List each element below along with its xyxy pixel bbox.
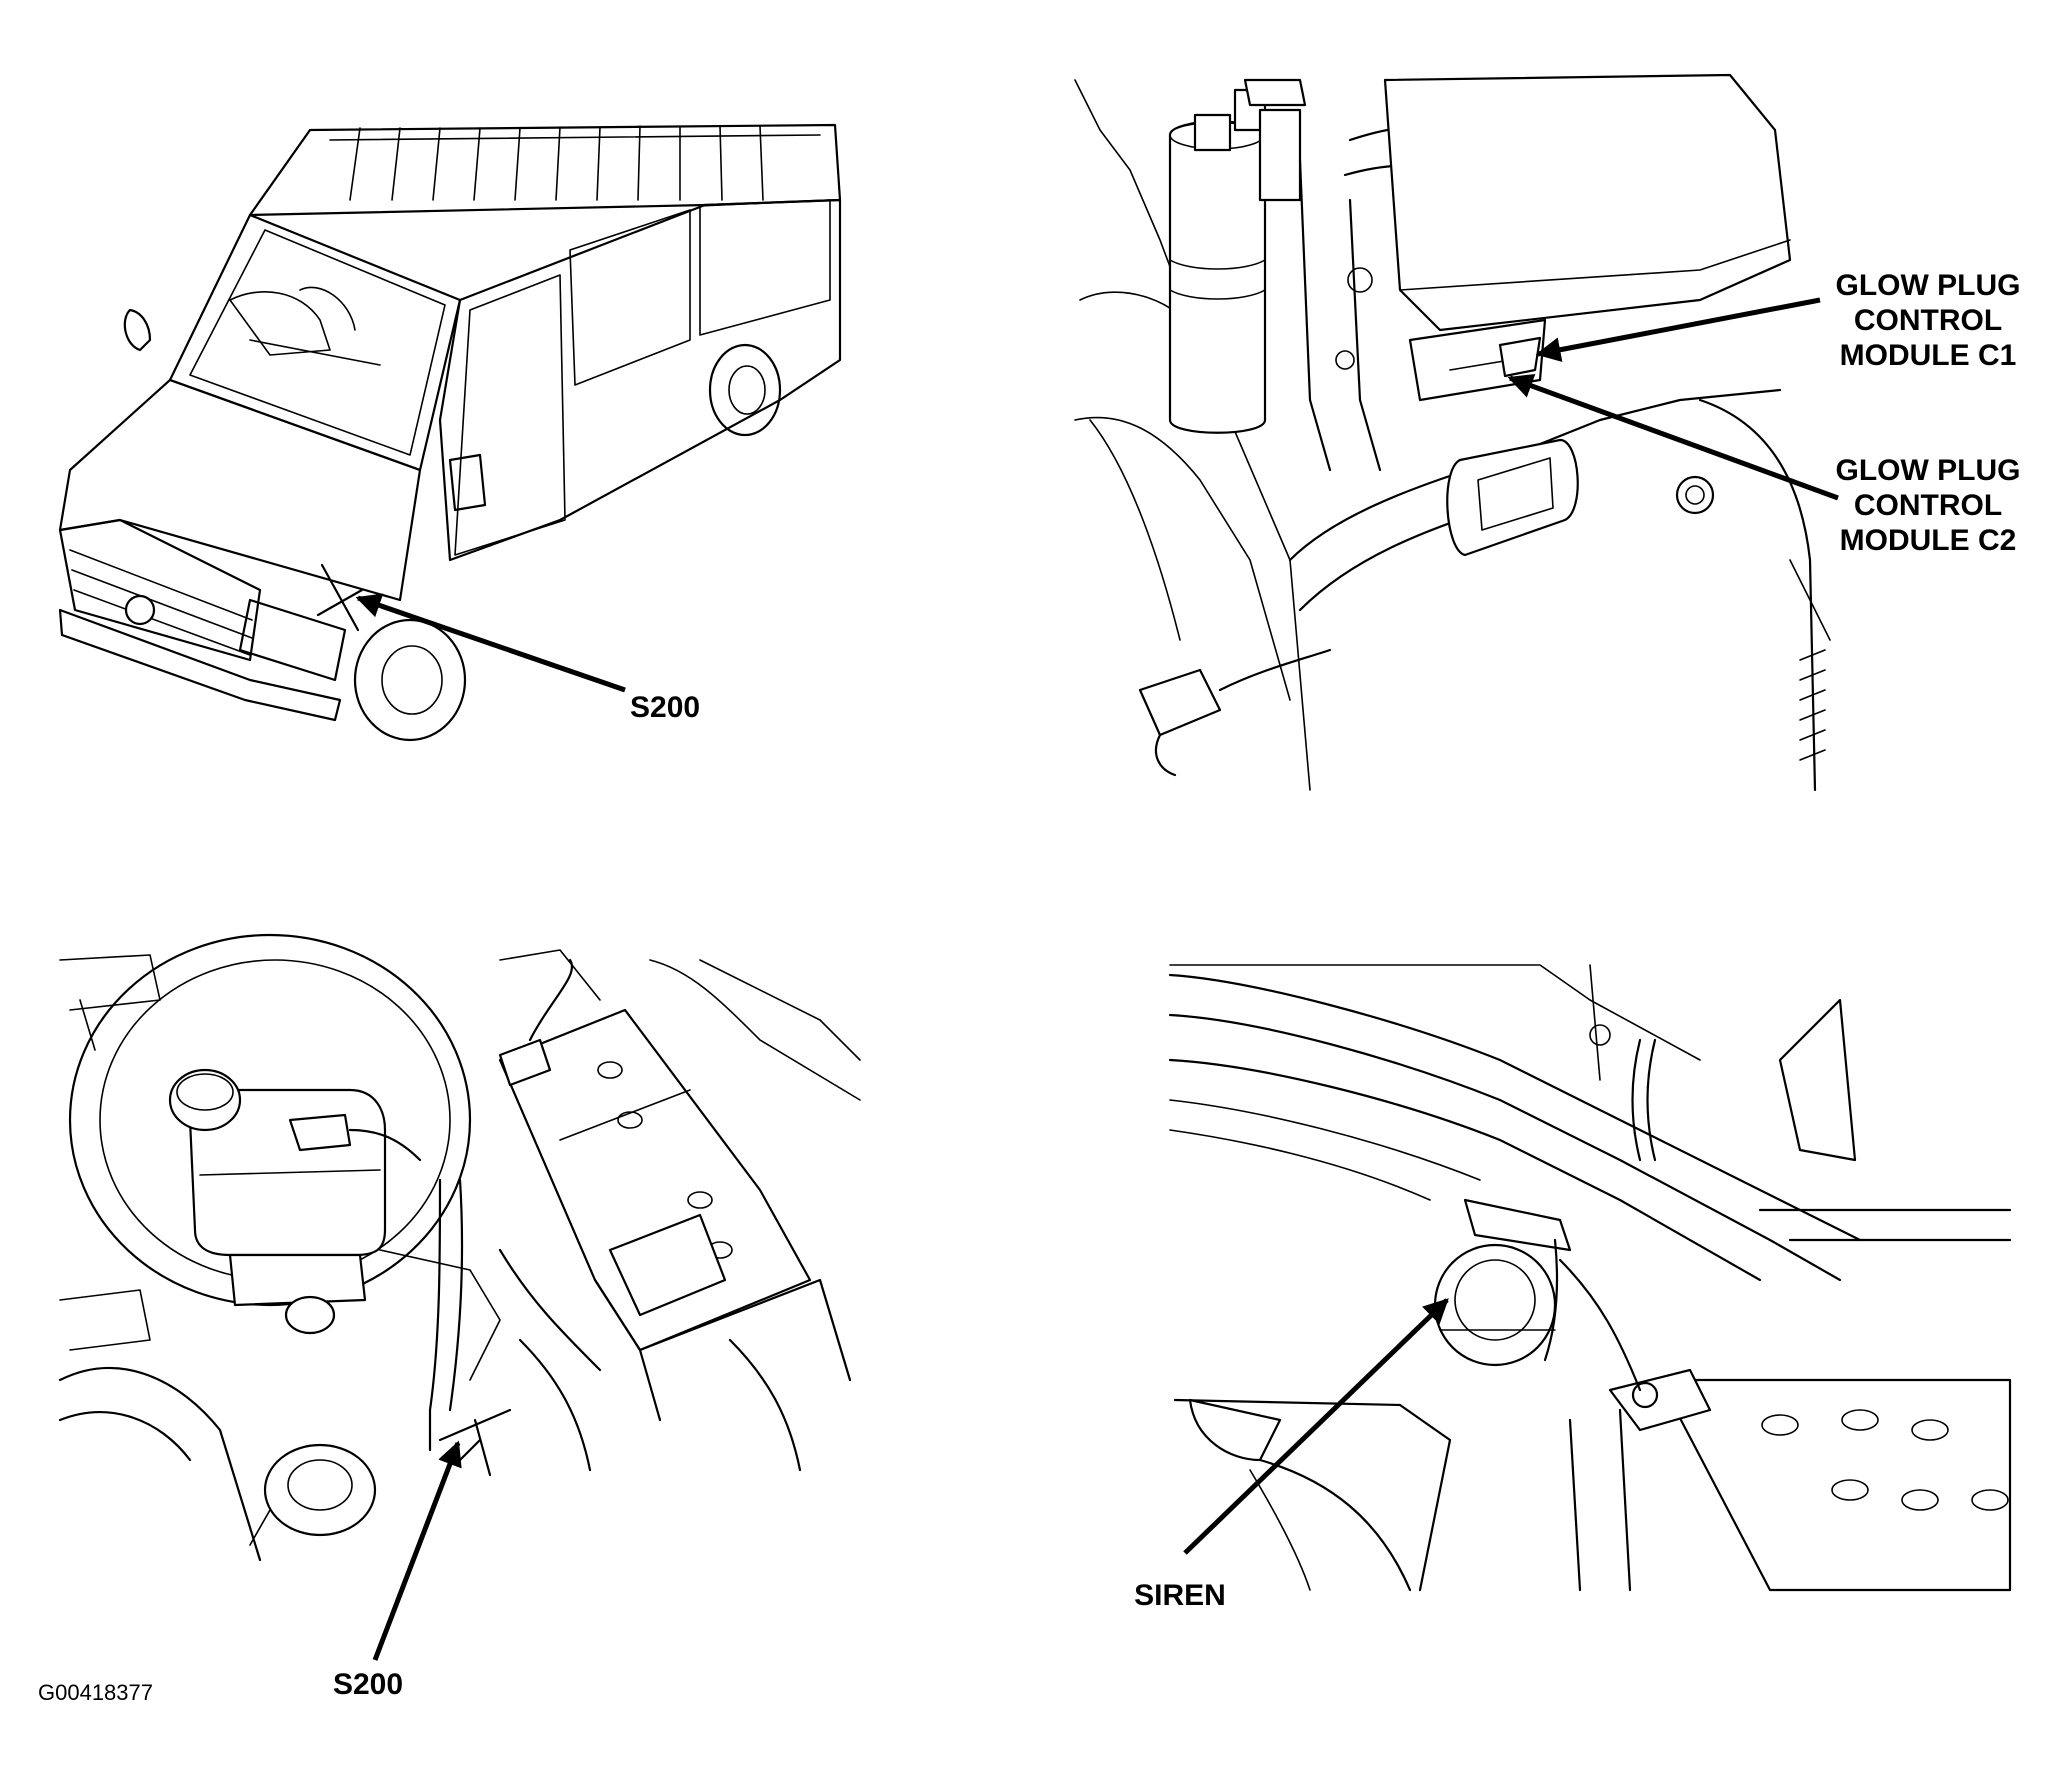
glow-plug-c2-label-line2: CONTROL xyxy=(1854,489,2002,522)
glow-plug-c2-label-line1: GLOW PLUG xyxy=(1836,454,2021,487)
glow-plug-c1-label-line2: CONTROL xyxy=(1854,304,2002,337)
glow-plug-c1-label-line1: GLOW PLUG xyxy=(1836,269,2021,302)
figure-id: G00418377 xyxy=(38,1680,153,1705)
siren-label: SIREN xyxy=(1134,1579,1226,1612)
glow-plug-module-view: GLOW PLUG CONTROL MODULE C1 GLOW PLUG CO… xyxy=(1074,73,2021,792)
s200-engine-label: S200 xyxy=(333,1668,403,1701)
battery-bay-view: S200 xyxy=(58,933,861,1701)
s200-van-label: S200 xyxy=(630,691,700,724)
siren-location-view: SIREN xyxy=(1134,964,2012,1612)
glow-plug-c2-label-line3: MODULE C2 xyxy=(1840,524,2017,557)
van-exterior-view: S200 xyxy=(58,123,842,742)
glow-plug-c1-label-line3: MODULE C1 xyxy=(1840,339,2017,372)
